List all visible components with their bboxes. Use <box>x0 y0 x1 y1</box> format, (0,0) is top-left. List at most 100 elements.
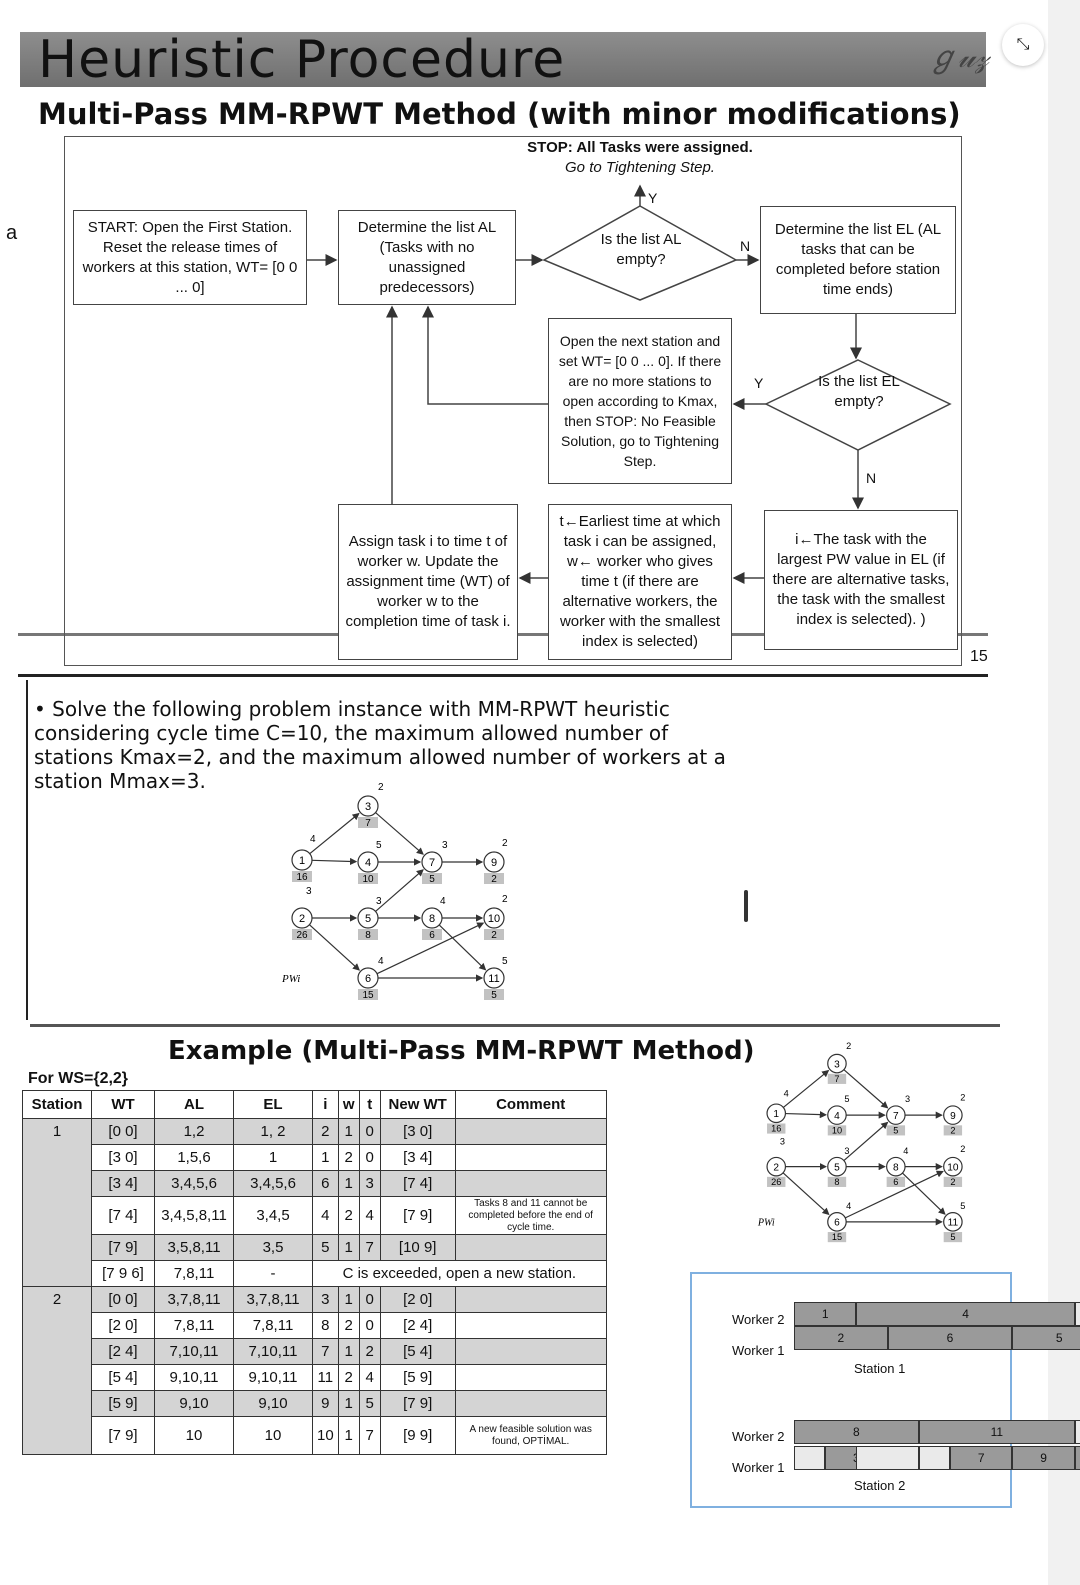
gantt-task-block: 2 <box>794 1326 888 1350</box>
task-duration: 5 <box>960 1201 965 1211</box>
task-node <box>483 851 505 873</box>
col-i: i <box>312 1090 339 1119</box>
table-cell: [3 0] <box>379 1118 456 1145</box>
task-node-label: 6 <box>834 1218 840 1229</box>
precedence-arrow <box>782 1172 830 1216</box>
task-node-label: 9 <box>950 1111 956 1122</box>
table-cell: 4 <box>358 1196 381 1235</box>
gantt-label-worker1: Worker 1 <box>732 1460 785 1475</box>
table-cell: 1 <box>233 1144 313 1171</box>
table-cell: [5 9] <box>91 1390 155 1417</box>
table-cell: [2 0] <box>91 1312 155 1339</box>
table-cell: [7 9] <box>379 1196 456 1235</box>
task-duration: 2 <box>960 1092 965 1102</box>
task-node-label: 10 <box>488 913 500 925</box>
pw-value: 16 <box>296 872 308 883</box>
table-cell: 7 <box>312 1338 339 1365</box>
table-cell: [7 4] <box>91 1196 155 1235</box>
task-node-label: 2 <box>299 913 305 925</box>
table-cell: 1 <box>337 1118 360 1145</box>
pw-value: 8 <box>365 930 371 941</box>
table-cell: 2 <box>312 1118 339 1145</box>
problem-slide <box>26 680 750 1020</box>
left-edge-mark: a <box>6 222 18 244</box>
table-cell: [10 9] <box>379 1234 456 1261</box>
table-cell: 9,10 <box>233 1390 313 1417</box>
gantt-task-block <box>856 1446 919 1470</box>
gantt-label-station1: Station 1 <box>854 1361 906 1376</box>
gantt-task-block <box>794 1446 826 1470</box>
pw-box <box>484 989 504 1000</box>
collapse-icon[interactable]: ⤡ <box>1002 24 1044 66</box>
task-duration: 4 <box>440 896 446 907</box>
task-node <box>943 1156 963 1177</box>
table-cell: [2 4] <box>91 1338 155 1365</box>
table-cell: 2 <box>337 1364 360 1391</box>
task-duration: 2 <box>502 838 508 849</box>
table-cell <box>454 1364 607 1391</box>
col-new-wt: New WT <box>379 1090 456 1119</box>
task-duration: 3 <box>306 886 312 897</box>
table-cell <box>454 1390 607 1417</box>
gantt-frame <box>690 1272 1012 1508</box>
example-title: Example (Multi-Pass MM-RPWT Method) <box>168 1036 755 1066</box>
task-node <box>357 795 379 817</box>
col-comment: Comment <box>454 1090 607 1119</box>
table-cell: 0 <box>358 1286 381 1313</box>
table-cell: 1 <box>337 1286 360 1313</box>
precedence-arrow <box>785 1111 827 1119</box>
pw-box <box>767 1123 786 1134</box>
task-node-label: 8 <box>429 913 435 925</box>
table-cell: [0 0] <box>91 1286 155 1313</box>
table-cell: 5 <box>312 1234 339 1261</box>
table-cell: Tasks 8 and 11 cannot be completed befor… <box>454 1196 607 1235</box>
task-node-label: 1 <box>773 1109 779 1120</box>
table-cell: 10 <box>154 1416 234 1455</box>
table-cell: 2 <box>337 1312 360 1339</box>
task-duration: 2 <box>846 1041 851 1051</box>
table-cell: [0 0] <box>91 1118 155 1145</box>
task-node <box>886 1105 906 1125</box>
table-cell: 3,5 <box>233 1234 313 1261</box>
table-cell: [7 9 6] <box>91 1260 155 1287</box>
col-al: AL <box>154 1090 234 1119</box>
pw-box <box>358 989 378 1000</box>
table-cell: 3 <box>312 1286 339 1313</box>
pw-value: 2 <box>491 930 497 941</box>
precedence-arrow <box>309 812 360 855</box>
table-cell: 9,10,11 <box>233 1364 313 1391</box>
pw-label: PWi <box>757 1218 775 1229</box>
table-cell: 7,8,11 <box>154 1312 234 1339</box>
pw-value: 10 <box>362 874 374 885</box>
task-node <box>766 1156 787 1177</box>
task-duration: 5 <box>376 840 382 851</box>
task-node-label: 4 <box>834 1111 840 1122</box>
yes-label: Y <box>648 190 658 206</box>
task-node-label: 4 <box>365 857 371 869</box>
gantt-task-block: 11 <box>918 1420 1075 1444</box>
task-node <box>827 1105 847 1125</box>
flowchart-connectors <box>307 184 952 584</box>
task-node <box>357 907 379 929</box>
pw-box <box>292 871 312 882</box>
task-node <box>357 967 379 989</box>
pw-value: 2 <box>950 1125 955 1135</box>
is-el-empty-text: Is the list EL empty? <box>818 373 900 410</box>
table-cell: 1, 2 <box>233 1118 313 1145</box>
precedence-arrow <box>375 812 424 855</box>
table-cell <box>454 1312 607 1339</box>
table-cell: 6 <box>312 1170 339 1197</box>
no-label: N <box>740 238 751 254</box>
pw-value: 7 <box>365 818 371 829</box>
page-number: 15 <box>970 648 988 665</box>
task-duration: 3 <box>844 1146 849 1156</box>
table-cell: 0 <box>358 1312 381 1339</box>
pw-value: 26 <box>296 930 308 941</box>
task-node-label: 7 <box>429 857 435 869</box>
task-node-label: 7 <box>893 1111 899 1122</box>
pw-value: 6 <box>893 1177 898 1187</box>
divider-line <box>18 674 988 677</box>
